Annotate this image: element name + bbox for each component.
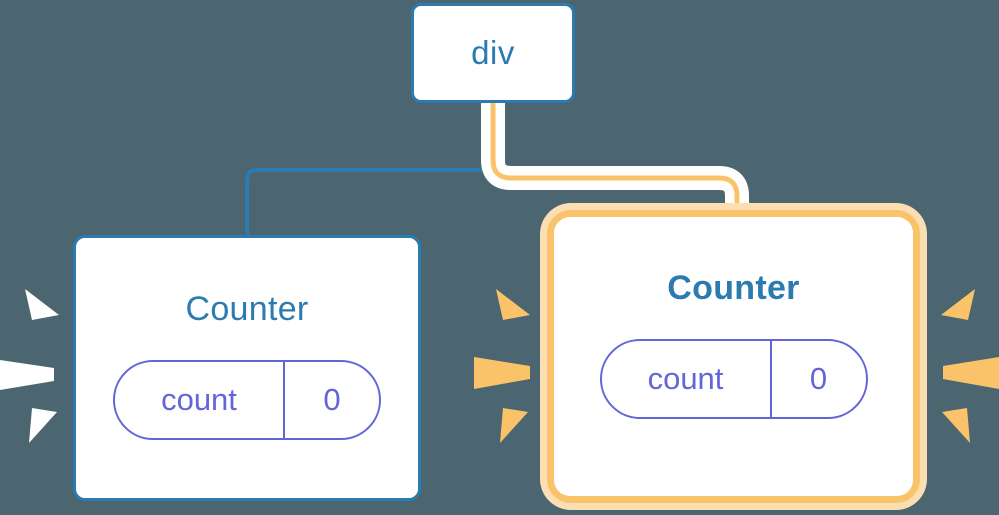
counter-right-state-value: 0 [809, 361, 828, 396]
counter-left-node[interactable]: Counter count 0 [73, 235, 421, 501]
wire-div-to-counter-right-halo [481, 103, 749, 225]
wire-div-to-counter-right [490, 103, 740, 225]
counter-left-state-pill: count 0 [113, 360, 381, 440]
div-node-label: div [471, 34, 515, 71]
counter-right-title: Counter [667, 269, 800, 307]
wire-div-to-counter-left [245, 103, 495, 235]
counter-right-state-key: count [602, 341, 772, 417]
counter-left-state-key: count [115, 362, 285, 438]
div-node[interactable]: div [411, 3, 575, 103]
counter-right-node[interactable]: Counter count 0 [554, 217, 913, 496]
counter-left-state-value: 0 [323, 382, 341, 417]
counter-right-highlight-ring: Counter count 0 [547, 210, 920, 503]
counter-left-title: Counter [185, 290, 309, 328]
counter-right-state-pill: count 0 [599, 339, 868, 419]
